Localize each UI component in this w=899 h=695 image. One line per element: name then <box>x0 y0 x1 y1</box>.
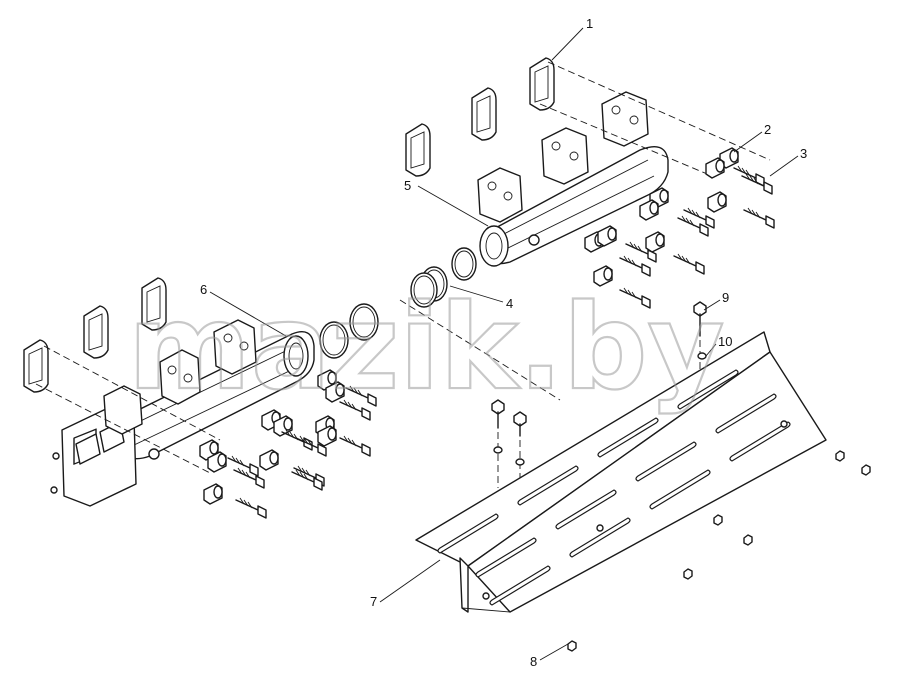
spacer <box>639 199 659 221</box>
callout-1: 1 <box>586 16 593 31</box>
shield-slot <box>729 421 791 462</box>
spacer <box>203 483 223 505</box>
spacer <box>273 415 293 437</box>
spacer <box>259 449 279 471</box>
nut-bolt <box>713 514 723 526</box>
bolt <box>625 241 657 263</box>
alignment-lines <box>35 61 771 475</box>
spacer <box>593 265 613 287</box>
bolt <box>295 435 327 457</box>
bolt <box>619 255 651 277</box>
callout-6: 6 <box>200 282 207 297</box>
bolt <box>291 469 323 491</box>
shield-slot <box>635 441 697 482</box>
rear-exhaust-manifold <box>477 91 669 267</box>
spacer <box>645 231 665 253</box>
callout-10: 10 <box>718 334 732 349</box>
nut-bolt <box>861 464 871 476</box>
bolt <box>235 497 267 519</box>
spacer <box>317 425 337 447</box>
bolt <box>339 435 371 457</box>
shield-slot <box>569 517 631 558</box>
bolt <box>619 287 651 309</box>
bolt <box>233 467 265 489</box>
bolt <box>677 215 709 237</box>
callout-labels: 1 2 3 4 5 6 7 8 9 10 <box>200 16 807 669</box>
bolt <box>733 165 765 187</box>
sealing-rings <box>319 247 477 359</box>
shield-slot <box>555 489 617 530</box>
spacer <box>597 225 617 247</box>
manifold-gaskets <box>23 57 555 393</box>
bolt <box>345 385 377 407</box>
callout-4: 4 <box>506 296 513 311</box>
bolt <box>227 455 259 477</box>
callout-3: 3 <box>800 146 807 161</box>
nut-bolt <box>835 450 845 462</box>
nut-bolt <box>567 640 577 652</box>
shield-slot <box>517 465 579 506</box>
shield-slot <box>489 565 551 606</box>
callout-5: 5 <box>404 178 411 193</box>
leader-lines <box>209 27 799 661</box>
spacer <box>707 191 727 213</box>
nut-bolt <box>683 568 693 580</box>
spacer <box>705 157 725 179</box>
bolt <box>683 207 715 229</box>
watermark-text: mazik.by <box>128 278 724 416</box>
bolt <box>339 399 371 421</box>
shield-slot <box>475 537 537 578</box>
bolt <box>673 253 705 275</box>
shield-slot <box>677 369 739 410</box>
callout-2: 2 <box>764 122 771 137</box>
shield-slot <box>715 393 777 434</box>
front-exhaust-manifold <box>50 319 315 507</box>
callout-9: 9 <box>722 290 729 305</box>
heat-shield <box>415 331 827 613</box>
spacer <box>207 451 227 473</box>
spacer <box>325 381 345 403</box>
nut-bolt <box>743 534 753 546</box>
bolt <box>743 207 775 229</box>
spacers-and-bolts <box>199 147 871 652</box>
shield-slot <box>597 417 659 458</box>
shield-slot <box>437 513 499 554</box>
callout-7: 7 <box>370 594 377 609</box>
shield-slot <box>649 469 711 510</box>
callout-8: 8 <box>530 654 537 669</box>
mounting-bolt <box>491 399 505 488</box>
bolt <box>741 173 773 195</box>
